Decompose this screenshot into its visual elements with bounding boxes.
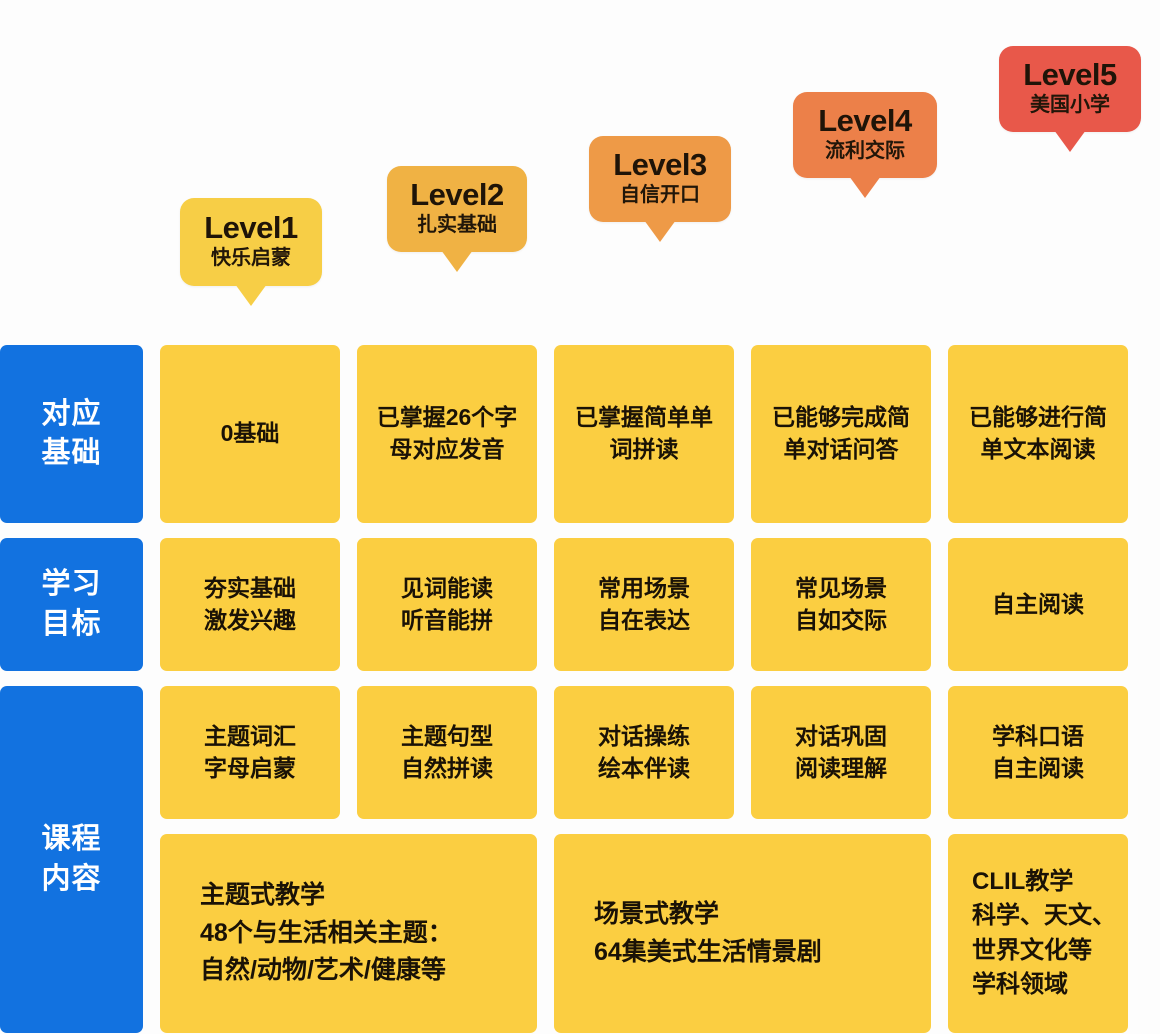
- table-cell-goals-level1: 夯实基础 激发兴趣: [160, 538, 340, 671]
- level-bubble-3[interactable]: Level3 自信开口: [589, 136, 731, 242]
- level-bubble-1[interactable]: Level1 快乐启蒙: [180, 198, 322, 306]
- row-label-foundation: 对应 基础: [0, 345, 143, 523]
- row-label-foundation-line2: 基础: [41, 437, 102, 469]
- table-cell-foundation-level5: 已能够进行简单文本阅读: [948, 345, 1128, 523]
- row-label-foundation-line1: 对应: [41, 397, 102, 430]
- table-cell-content-level1: 主题词汇 字母启蒙: [160, 686, 340, 819]
- table-cell-content-level3: 对话操练 绘本伴读: [554, 686, 734, 819]
- level-bubble-2-title: Level2: [410, 176, 504, 212]
- table-cell-goals-level3: 常用场景 自在表达: [554, 538, 734, 671]
- table-cell-goals-level2: 见词能读 听音能拼: [357, 538, 537, 671]
- level-bubble-1-title: Level1: [204, 209, 298, 245]
- level-bubble-3-subtitle: 自信开口: [620, 184, 700, 207]
- level-bubble-5-title: Level5: [1023, 56, 1117, 92]
- table-cell-goals-level5: 自主阅读: [948, 538, 1128, 671]
- table-cell-content-level4: 对话巩固 阅读理解: [751, 686, 931, 819]
- table-cell-foundation-level1: 0基础: [160, 345, 340, 523]
- level-bubble-4-subtitle: 流利交际: [825, 140, 905, 163]
- level-bubble-1-subtitle: 快乐启蒙: [211, 247, 291, 270]
- level-bubble-3-title: Level3: [613, 146, 707, 182]
- level-comparison-table: 对应 基础 0基础 已掌握26个字母对应发音 已掌握简单单词拼读 已能够完成简单…: [0, 345, 1160, 1033]
- row-label-content: 课程 内容: [0, 686, 143, 1033]
- row-label-goals: 学习 目标: [0, 538, 143, 671]
- table-cell-foundation-level4: 已能够完成简单对话问答: [751, 345, 931, 523]
- level-bubble-1-tail-icon: [235, 284, 267, 306]
- level-bubble-5-subtitle: 美国小学: [1030, 94, 1110, 117]
- level-bubble-4[interactable]: Level4 流利交际: [793, 92, 937, 198]
- table-cell-foundation-level3: 已掌握简单单词拼读: [554, 345, 734, 523]
- level-bubble-2[interactable]: Level2 扎实基础: [387, 166, 527, 272]
- row-label-content-line2: 内容: [41, 862, 102, 895]
- row-label-content-line1: 课程: [41, 823, 102, 856]
- row-label-goals-line2: 目标: [41, 607, 102, 640]
- row-label-goals-line1: 学习: [41, 568, 102, 601]
- level-bubble-5[interactable]: Level5 美国小学: [999, 46, 1141, 152]
- level-bubble-2-tail-icon: [441, 250, 473, 272]
- table-cell-foundation-level2: 已掌握26个字母对应发音: [357, 345, 537, 523]
- table-cell-content-level2: 主题句型 自然拼读: [357, 686, 537, 819]
- table-cell-content-level5: 学科口语 自主阅读: [948, 686, 1128, 819]
- table-cell-detail-level1-2: 主题式教学 48个与生活相关主题： 自然/动物/艺术/健康等: [160, 834, 537, 1033]
- level-bubble-4-tail-icon: [849, 176, 881, 198]
- level-bubble-4-title: Level4: [818, 102, 912, 138]
- level-bubble-2-subtitle: 扎实基础: [417, 214, 497, 237]
- table-cell-detail-level3-4: 场景式教学 64集美式生活情景剧: [554, 834, 931, 1033]
- table-cell-goals-level4: 常见场景 自如交际: [751, 538, 931, 671]
- level-bubble-3-tail-icon: [644, 220, 676, 242]
- level-bubble-5-tail-icon: [1054, 130, 1086, 152]
- table-cell-detail-level5: CLIL教学 科学、天文、 世界文化等 学科领域: [948, 834, 1128, 1033]
